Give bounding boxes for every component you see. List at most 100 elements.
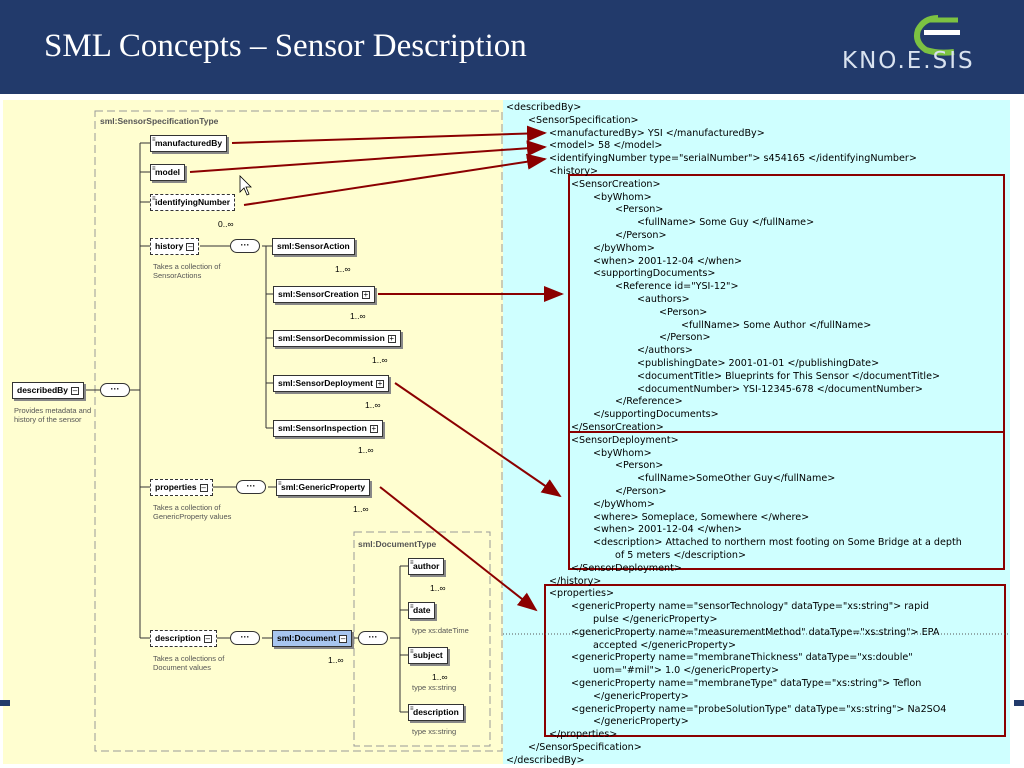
xml-line: <genericProperty name="sensorTechnology"… [571,601,929,613]
xml-line: pulse </genericProperty> [593,614,718,625]
card-sensor-decommission: 1..∞ [372,355,388,365]
xml-line: <properties> [549,588,615,600]
sequence-icon: ··· [230,239,260,253]
left-edge-bar [0,700,10,706]
node-sensor-creation[interactable]: sml:SensorCreation+ [273,286,375,303]
node-generic-property[interactable]: ≡sml:GenericProperty [276,479,371,496]
note-properties: Takes a collection of GenericProperty va… [153,503,232,521]
doc-icon: ≡ [410,560,414,566]
logo-text: KNO.E.SIS [842,48,975,74]
xml-line: <when> 2001-12-04 </when> [593,255,743,267]
xml-line: </genericProperty> [593,690,689,702]
xml-line: <identifyingNumber type="serialNumber"> … [549,153,917,165]
node-description[interactable]: description– [150,630,217,647]
expand-icon[interactable]: + [361,289,370,299]
card-sensor-action: 1..∞ [335,264,351,274]
xml-line: <Reference id="YSI-12"> [615,281,739,293]
slide-title: SML Concepts – Sensor Description [44,28,527,64]
xml-line: </authors> [637,345,693,357]
xml-line: </SensorCreation> [571,422,664,433]
card-sensor-creation: 1..∞ [350,311,366,321]
xml-line: accepted </genericProperty> [593,639,736,651]
xml-line: <model> 58 </model> [549,140,663,152]
node-sensor-decommission[interactable]: sml:SensorDecommission+ [273,330,401,347]
node-sensor-deployment[interactable]: sml:SensorDeployment+ [273,375,389,392]
xml-line: </history> [549,575,602,587]
xml-line: <description> Attached to northern most … [593,537,962,549]
logo-e-icon [914,15,960,56]
xml-line: <Person> [615,204,664,216]
note-date: type xs:dateTime [412,626,469,635]
xml-line: <byWhom> [593,191,652,203]
xml-line: <genericProperty name="membraneThickness… [571,652,913,664]
node-model[interactable]: ≡model [150,164,186,181]
xml-line: </SensorDeployment> [571,562,682,574]
node-identifying-number[interactable]: ≡identifyingNumber [150,194,236,211]
note-history: Takes a collection of SensorActions [153,262,221,280]
xml-line: <publishingDate> 2001-01-01 </publishing… [637,358,880,369]
note-described-by: Provides metadata and history of the sen… [14,406,92,424]
node-sensor-action[interactable]: sml:SensorAction [272,238,355,255]
xml-line: <history> [549,166,599,177]
xml-line: </genericProperty> [593,716,689,728]
xml-line: <genericProperty name="probeSolutionType… [571,703,947,715]
card-generic-property: 1..∞ [353,504,369,514]
xml-line: <manufacturedBy> YSI </manufacturedBy> [549,127,765,139]
right-edge-bar [1014,700,1024,706]
note-description: Takes a collections of Document values [153,654,225,672]
card-sensor-deployment: 1..∞ [365,400,381,410]
xml-line: <SensorDeployment> [571,434,679,446]
expand-icon[interactable]: + [387,333,396,343]
doc-icon: ≡ [410,604,414,610]
card-sensor-inspection: 1..∞ [358,445,374,455]
note-subject: type xs:string [412,683,457,692]
node-author[interactable]: ≡author [408,558,445,575]
xml-line: </Person> [615,230,667,241]
expand-icon[interactable]: + [369,423,378,433]
collapse-icon[interactable]: – [203,633,212,643]
mouse-cursor-icon [239,175,252,196]
collapse-icon[interactable]: – [71,385,80,395]
node-document[interactable]: sml:Document– [272,630,353,647]
xml-line: </describedBy> [506,754,585,766]
node-subject[interactable]: ≡subject [408,647,448,664]
note-description-field: type xs:string [412,727,457,736]
xml-line: <genericProperty name="measurementMethod… [571,626,940,638]
node-described-by[interactable]: describedBy– [12,382,85,399]
xml-line: </properties> [549,729,618,741]
collapse-icon[interactable]: – [199,482,208,492]
xml-line: <SensorCreation> [571,178,661,190]
node-history[interactable]: history– [150,238,200,255]
xml-line: <genericProperty name="membraneType" dat… [571,678,922,689]
node-sensor-inspection[interactable]: sml:SensorInspection+ [273,420,383,437]
node-properties[interactable]: properties– [150,479,213,496]
knoesis-logo: KNO.E.SIS [838,8,1008,80]
xml-line: <documentTitle> Blueprints for This Sens… [637,370,941,382]
doc-icon: ≡ [410,649,414,655]
xml-line: <fullName> Some Author </fullName> [681,319,872,331]
sequence-icon: ··· [230,631,260,645]
xml-line: </Person> [615,486,667,497]
xml-line: </Person> [659,332,711,344]
card-identifying-number: 0..∞ [218,219,234,229]
collapse-icon[interactable]: – [186,241,195,251]
node-manufactured-by[interactable]: ≡manufacturedBy [150,135,228,152]
xml-line: <documentNumber> YSI-12345-678 </documen… [637,383,923,395]
group-label-sensor-spec: sml:SensorSpecificationType [100,116,219,126]
xml-line: <SensorSpecification> [528,114,639,126]
doc-icon: ≡ [152,137,156,143]
xml-line: <fullName> Some Guy </fullName> [637,217,815,229]
sequence-icon: ··· [236,480,266,494]
group-label-document: sml:DocumentType [358,539,437,549]
xml-line: <authors> [637,294,690,305]
node-date[interactable]: ≡date [408,602,436,619]
xml-line: <describedBy> [506,102,582,113]
expand-icon[interactable]: + [375,378,384,388]
collapse-icon[interactable]: – [339,633,348,643]
xml-line: </byWhom> [593,498,655,510]
xml-line: uom="#mil"> 1.0 </genericProperty> [593,665,780,677]
node-description-field[interactable]: ≡description [408,704,464,721]
title-bar: SML Concepts – Sensor Description KNO.E.… [0,0,1024,94]
sequence-icon: ··· [100,383,130,397]
